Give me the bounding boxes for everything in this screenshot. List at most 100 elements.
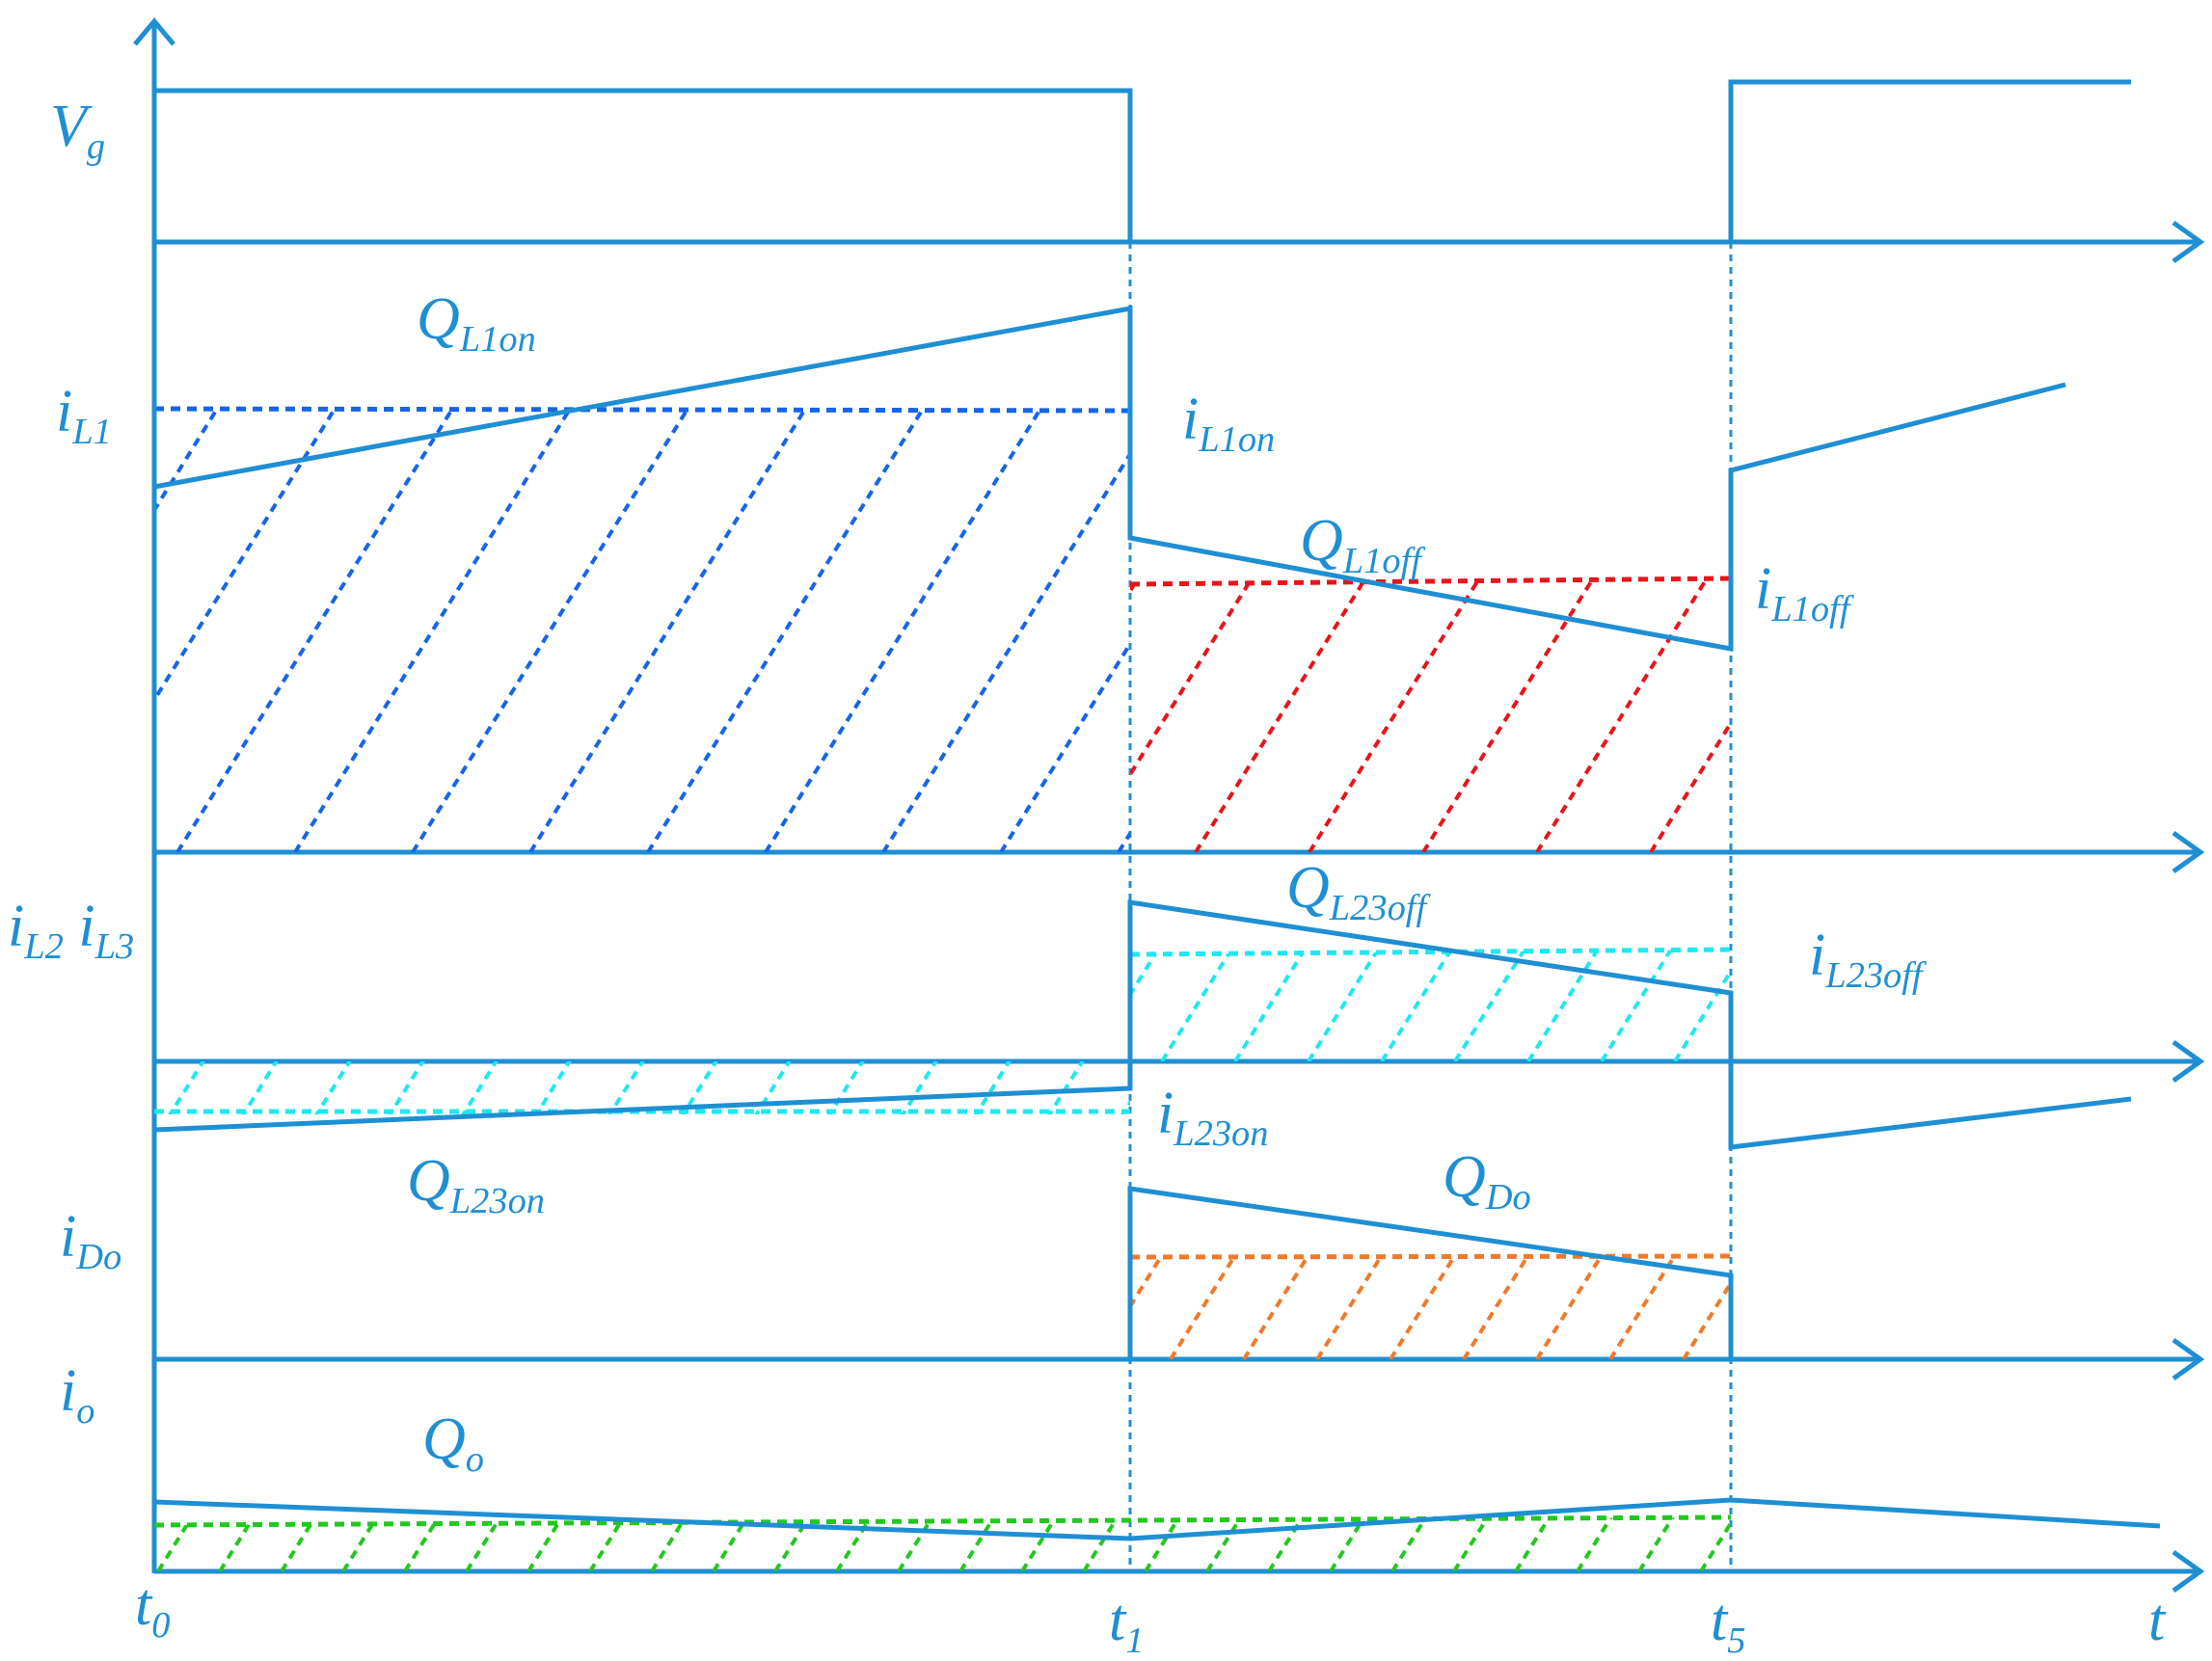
hatch-line — [532, 1061, 574, 1114]
hatch-line — [1637, 1517, 1677, 1571]
hatch-line — [239, 1061, 281, 1114]
il3-label-sub: L3 — [94, 926, 135, 968]
qdo-label-sub: Do — [1485, 1177, 1531, 1219]
ql23on-label: QL23on — [407, 1151, 545, 1220]
hatch-line — [1878, 576, 2049, 852]
il1-avg-on — [153, 406, 1131, 414]
ql23on-label-sub: L23on — [449, 1181, 545, 1222]
ql23off-label-sub: L23off — [1329, 888, 1427, 929]
il23on-label: iL23on — [1157, 1084, 1268, 1153]
hatch-line — [764, 410, 1045, 852]
hatch-line — [1236, 405, 1514, 852]
hatch-line — [1160, 950, 1235, 1061]
t5-label-sub: 5 — [1727, 1621, 1746, 1661]
il2-label-sub: L2 — [24, 926, 64, 968]
hatch-line — [897, 1517, 936, 1571]
hatch-line — [588, 1517, 628, 1571]
hatch-line — [1992, 576, 2163, 852]
t5-label: t5 — [1711, 1591, 1745, 1660]
t1-label-sub: 1 — [1125, 1621, 1145, 1661]
ql1off-hatch — [1130, 576, 2163, 852]
hatch-line — [1462, 1257, 1531, 1359]
io-label-main: i — [60, 1358, 77, 1424]
hatch-line — [1194, 578, 1369, 852]
il23-waveform — [153, 899, 2132, 1150]
ql23off-label-main: Q — [1286, 855, 1330, 921]
hatch-line — [1233, 950, 1308, 1061]
il1off-label-sub: L1off — [1771, 589, 1850, 630]
ql23on-label-main: Q — [407, 1148, 450, 1214]
hatch-line — [1390, 1517, 1430, 1571]
t0-label-main: t — [135, 1572, 152, 1638]
il1-label-main: i — [56, 379, 73, 444]
hatch-line — [526, 1517, 566, 1571]
hatch-line — [1024, 1253, 1090, 1359]
io-waveform — [153, 1497, 2161, 1541]
qo-label: Qo — [422, 1409, 484, 1479]
il1-label: iL1 — [56, 382, 112, 451]
il1-waveform — [153, 306, 2066, 653]
hatch-line — [773, 1517, 813, 1571]
hatch-line — [958, 1517, 998, 1571]
hatch-line — [1329, 1517, 1368, 1571]
il23off-label-main: i — [1809, 923, 1826, 988]
ql23on-hatch — [166, 1061, 1130, 1114]
il23on-label-main: i — [1157, 1081, 1174, 1146]
hatch-line — [1130, 578, 1255, 852]
hatch-line — [1600, 950, 1675, 1061]
il2-label-main: i — [8, 894, 25, 959]
hatch-line — [1389, 1257, 1458, 1359]
hatch-line — [899, 1061, 940, 1114]
hatch-line — [1082, 1517, 1121, 1571]
hatch-line — [1453, 950, 1528, 1061]
hatch-line — [1307, 950, 1382, 1061]
il1on-label: iL1on — [1182, 389, 1275, 459]
qdo-hatch — [1024, 1253, 1731, 1359]
hatch-line — [386, 1061, 427, 1114]
hatch-line — [96, 1514, 132, 1571]
hatch-line — [1169, 1257, 1238, 1359]
hatch-line — [1315, 1257, 1385, 1359]
hatch-line — [1763, 1514, 1798, 1571]
hatch-line — [606, 1061, 647, 1114]
hatch-line — [1421, 578, 1597, 852]
hatch-line — [156, 1517, 196, 1571]
il1-label-sub: L1 — [72, 412, 112, 453]
hatch-line — [1130, 578, 1142, 852]
hatch-line — [1649, 578, 1731, 852]
hatch-line — [341, 1517, 381, 1571]
t0-label: t0 — [135, 1575, 170, 1645]
ql1on-label-sub: L1on — [459, 319, 536, 361]
ido-label: iDo — [60, 1207, 121, 1276]
il1off-label: iL1off — [1755, 559, 1849, 629]
t-label: t — [2148, 1591, 2165, 1650]
qo-label-sub: o — [465, 1439, 484, 1481]
hatch-line — [1608, 1257, 1678, 1359]
ido-label-sub: Do — [76, 1237, 122, 1278]
il23off-label-sub: L23off — [1825, 955, 1923, 997]
il1-avg-off — [1129, 576, 1732, 587]
hatch-line — [1526, 950, 1602, 1061]
il23off-label: iL23off — [1809, 925, 1923, 995]
hatch-line — [154, 410, 339, 852]
vg-waveform-2 — [1728, 79, 2131, 242]
hatch-line — [646, 410, 928, 852]
hatch-line — [1015, 947, 1087, 1061]
il1on-label-main: i — [1182, 387, 1200, 452]
hatch-line — [1699, 1517, 1731, 1571]
hatch-line — [175, 410, 457, 852]
t1-label: t1 — [1109, 1591, 1144, 1660]
io-label: io — [60, 1361, 94, 1431]
hatch-line — [411, 410, 692, 852]
hatch-line — [1673, 950, 1731, 1061]
t5-label-main: t — [1711, 1588, 1728, 1653]
ql1off-label-sub: L1off — [1342, 541, 1421, 582]
ql1off-label: QL1off — [1300, 511, 1421, 580]
hatch-line — [1535, 1257, 1605, 1359]
vg-label: Vg — [50, 96, 105, 166]
hatch-line — [1380, 950, 1455, 1061]
hatch-line — [459, 1061, 500, 1114]
hatch-line — [972, 1061, 1013, 1114]
hatch-line — [1514, 1517, 1553, 1571]
hatch-line — [1308, 578, 1483, 852]
